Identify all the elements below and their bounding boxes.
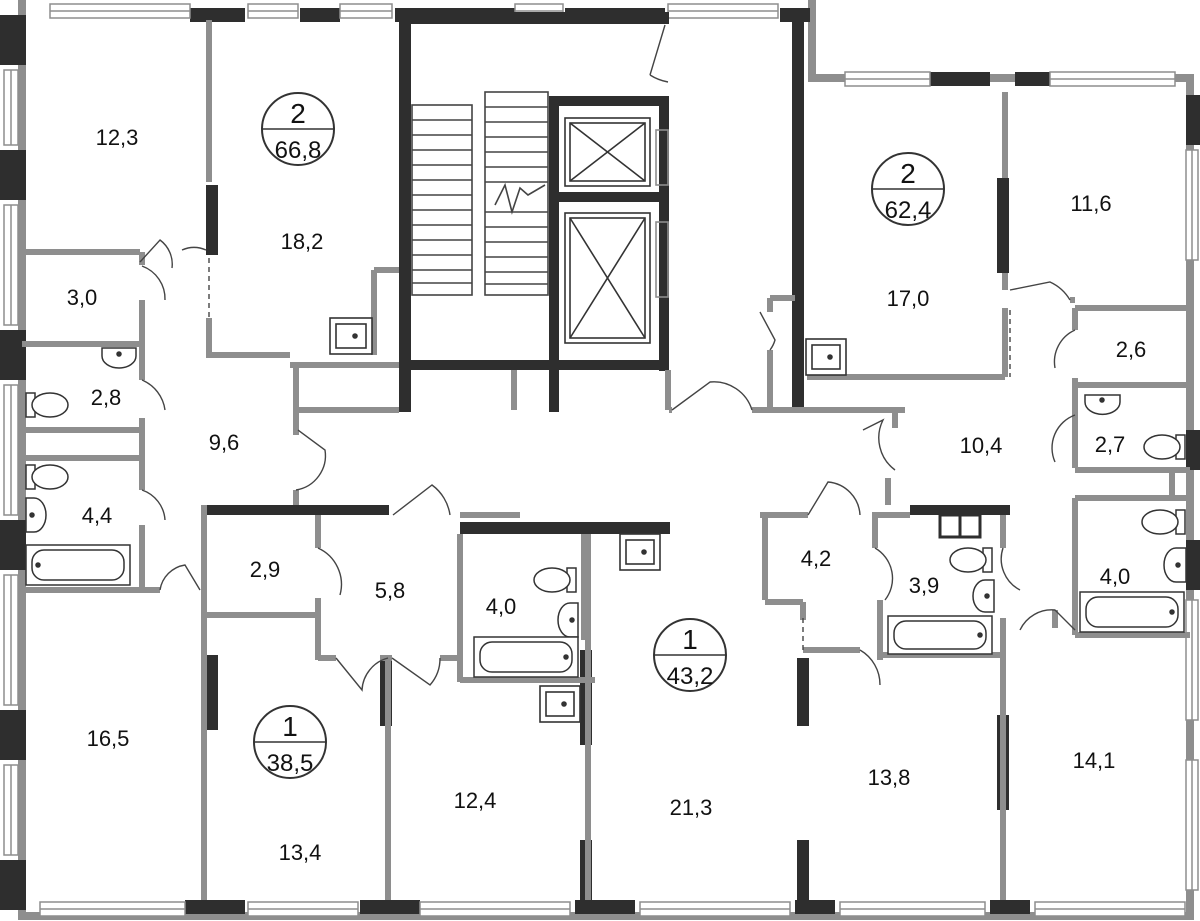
- toilet-icon: [25, 464, 69, 490]
- window: [844, 71, 931, 87]
- apartment-total-area: 38,5: [267, 750, 314, 777]
- apartment-room-count: 1: [282, 711, 298, 742]
- toilet-icon: [1141, 509, 1186, 535]
- washbasin-icon: [557, 602, 579, 638]
- window: [247, 3, 299, 19]
- room-area-label: 2,9: [250, 557, 281, 582]
- apartment-total-area: 66,8: [275, 137, 322, 164]
- kitchen-sinks: [329, 317, 847, 723]
- sink-icon: [539, 685, 581, 723]
- window: [419, 901, 571, 917]
- washbasin-icon: [1163, 547, 1187, 583]
- room-area-label: 14,1: [1073, 748, 1116, 773]
- room-area-label: 10,4: [960, 433, 1003, 458]
- washbasin-icon: [101, 347, 137, 369]
- sink-icon: [619, 533, 661, 571]
- facade-structural-segments: [0, 8, 1200, 914]
- window: [49, 3, 191, 19]
- apartment-badge: 1 38,5: [253, 705, 327, 779]
- toilet-icon: [1143, 434, 1186, 460]
- closet-boxes: [938, 513, 982, 539]
- room-area-label: 9,6: [209, 430, 240, 455]
- apartment-badge: 1 43,2: [653, 618, 727, 692]
- room-area-label: 3,0: [67, 285, 98, 310]
- window: [39, 901, 186, 917]
- room-area-label: 2,8: [91, 385, 122, 410]
- room-area-label: 3,9: [909, 573, 940, 598]
- elevator-shaft: [564, 212, 669, 344]
- window: [1185, 149, 1199, 261]
- room-area-label: 4,0: [1100, 564, 1131, 589]
- bath-fixtures: [25, 347, 1187, 678]
- doors: [139, 24, 1076, 692]
- window: [639, 901, 791, 917]
- apartment-room-count: 1: [682, 624, 698, 655]
- apartment-total-area: 43,2: [667, 663, 714, 690]
- sink-icon: [329, 317, 373, 355]
- room-area-label: 13,8: [868, 765, 911, 790]
- window: [247, 901, 359, 917]
- room-area-label: 2,6: [1116, 337, 1147, 362]
- washbasin-icon: [1084, 394, 1121, 416]
- elevator-shaft: [564, 117, 669, 187]
- toilet-icon: [533, 567, 577, 593]
- window: [839, 901, 986, 917]
- room-labels: 12,3 18,2 3,0 2,8 9,6 4,4 16,5 2,9 5,8 4…: [67, 125, 1147, 865]
- washbasin-icon: [25, 497, 47, 533]
- bathtub-icon: [887, 615, 993, 655]
- apartment-badge: 2 62,4: [871, 152, 945, 226]
- bathtub-icon: [25, 544, 131, 586]
- room-area-label: 13,4: [279, 840, 322, 865]
- room-area-label: 4,4: [82, 503, 113, 528]
- partition-walls: [22, 20, 1190, 900]
- room-area-label: 12,3: [96, 125, 139, 150]
- window: [3, 574, 19, 706]
- bathtub-icon: [473, 636, 579, 678]
- apartment-badge: 2 66,8: [261, 92, 335, 166]
- room-area-label: 2,7: [1095, 432, 1126, 457]
- room-area-label: 21,3: [670, 795, 713, 820]
- open-passages: [208, 258, 1011, 652]
- room-area-label: 5,8: [375, 578, 406, 603]
- room-area-label: 4,0: [486, 594, 517, 619]
- room-area-label: 4,2: [801, 546, 832, 571]
- apartment-room-count: 2: [290, 98, 306, 129]
- window: [3, 764, 19, 856]
- outer-walls: [18, 0, 1194, 920]
- room-area-label: 16,5: [87, 726, 130, 751]
- apartment-room-count: 2: [900, 158, 916, 189]
- windows: [3, 3, 1199, 917]
- window: [1185, 599, 1199, 721]
- sink-icon: [805, 338, 847, 376]
- room-area-label: 11,6: [1070, 191, 1111, 216]
- apartment-total-area: 62,4: [885, 197, 932, 224]
- room-area-label: 18,2: [281, 229, 324, 254]
- window: [3, 384, 19, 516]
- window: [1034, 901, 1186, 917]
- toilet-icon: [25, 392, 69, 418]
- bathtub-icon: [1079, 591, 1185, 633]
- window: [667, 3, 779, 19]
- room-area-label: 12,4: [454, 788, 497, 813]
- window: [3, 69, 19, 146]
- window: [1049, 71, 1176, 87]
- window: [339, 3, 393, 19]
- room-area-label: 17,0: [887, 286, 930, 311]
- structural-walls: [204, 12, 1010, 910]
- staircase: [411, 91, 549, 296]
- window: [1185, 759, 1199, 891]
- washbasin-icon: [972, 579, 995, 613]
- window: [3, 204, 19, 326]
- elevators: [564, 117, 669, 344]
- toilet-icon: [949, 547, 993, 573]
